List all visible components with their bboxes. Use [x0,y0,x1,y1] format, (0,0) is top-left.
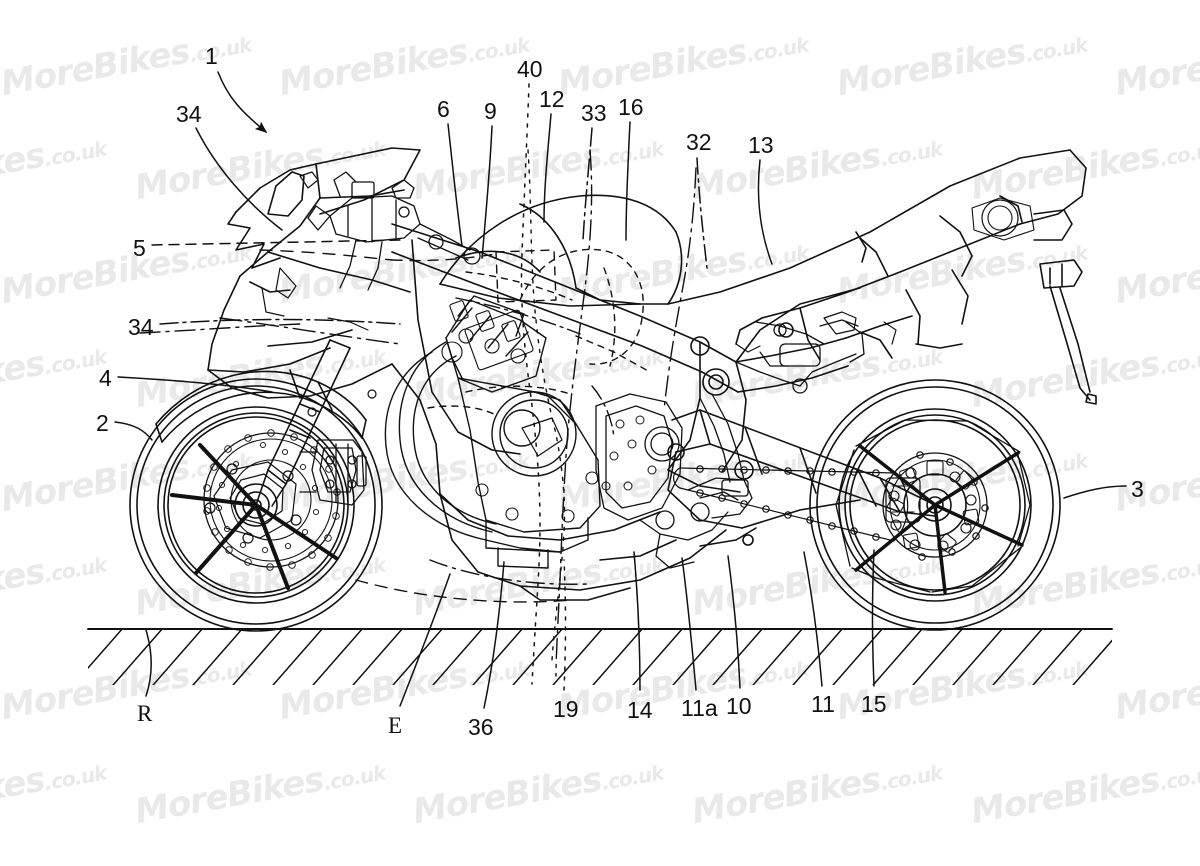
callout-10: 10 [726,693,752,719]
front-brake-caliper [299,439,367,506]
exhaust-headers [384,341,561,553]
callout-13: 13 [748,132,774,158]
callout-11a: 11a [681,695,718,721]
callout-19: 19 [553,696,579,722]
callout-16: 16 [618,94,644,120]
swingarm [667,409,936,529]
hidden-lines [139,149,697,677]
callout-6: 6 [437,96,450,122]
callout-e: E [388,713,403,738]
callout-36: 36 [468,714,494,740]
seat-tail-unit [667,149,1097,405]
callout-33: 33 [581,100,607,126]
leader-lines [114,71,1127,709]
callout-5: 5 [133,235,146,261]
callout-r: R [137,701,153,726]
callout-14: 14 [627,697,653,723]
front-fender [155,369,367,443]
gearbox-casing [595,393,753,569]
callout-3: 3 [1131,476,1144,502]
callout-40: 40 [517,56,543,82]
callout-11: 11 [811,691,835,717]
front-wheel [129,378,383,632]
callout-4: 4 [99,365,112,391]
misc-details [261,267,897,417]
engine-assembly [384,295,601,569]
rear-wheel [672,379,1061,631]
callout-15: 15 [861,691,887,717]
callout-12: 12 [539,86,565,112]
callout-1: 1 [205,43,218,69]
callout-34: 34 [128,314,154,340]
callout-9: 9 [484,98,497,124]
callout-2: 2 [96,410,109,436]
callout-34: 34 [176,101,202,127]
callout-32: 32 [686,129,712,155]
